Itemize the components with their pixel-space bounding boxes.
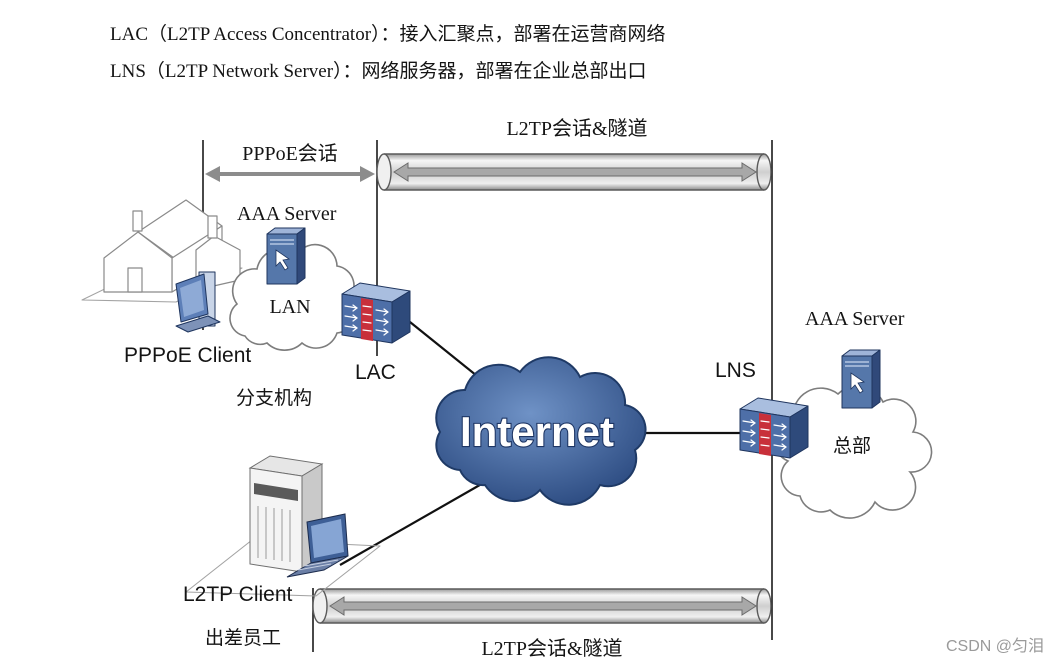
house-vent-pipe [207,215,218,239]
branch-aaa-server [266,227,306,285]
l2tp-client-laptop [286,513,349,578]
house-door [127,267,143,293]
hq-aaa-server-label: AAA Server [805,308,905,330]
lns-side-face [789,405,809,459]
internet-label: Internet [460,408,614,455]
lac-arrow-6 [375,328,389,336]
pppoe-session-arrow [205,166,375,182]
hq-server-side-face [871,349,881,409]
lns-arrow-1 [742,419,756,427]
lac-strip-mark-1 [362,305,372,308]
branch-server-cursor-icon [275,249,291,271]
hq-server-cursor-icon [850,372,866,394]
lns-arrow-6 [773,443,787,451]
lan-cloud [229,243,355,351]
lac-arrow-1 [344,304,358,312]
pppoe-session-label: PPPoE会话 [242,142,338,165]
lns-strip-marks [760,420,770,447]
tower-logo-band [254,483,298,501]
tunnel-bottom-cap-left [312,588,328,624]
branch-aaa-server-label: AAA Server [237,203,337,225]
lac-firewall-strip [361,298,373,341]
lan-label: LAN [269,296,310,318]
tunnel-top-cap-right [756,153,772,191]
lac-label: LAC [355,361,396,384]
lns-strip-mark-2 [760,428,770,431]
lac-strip-mark-4 [362,329,372,332]
watermark: CSDN @匀泪 [946,637,1044,655]
lns-arrow-3 [742,439,756,447]
tunnel-bottom-cap-right [756,588,772,624]
definition-text: LAC（L2TP Access Concentrator）：接入汇聚点，部署在运… [110,23,666,82]
l2tp-tunnel-top-label: L2TP会话&隧道 [506,117,647,140]
lac-arrow-3 [344,324,358,332]
lns-strip-mark-3 [760,436,770,439]
tunnel-top-cap-left [376,153,392,191]
house-front-gable [103,231,173,293]
pppoe-client-pc [175,271,221,333]
lns-strip-mark-1 [760,420,770,423]
tunnel-bottom-inner-arrow [329,596,757,616]
lns-arrow-2 [742,429,756,437]
branch-server-side-face [296,227,306,285]
l2tp-client-label: L2TP Client [183,583,293,606]
lac-strip-marks [362,305,372,332]
pppoe-client-label: PPPoE Client [124,344,251,367]
lns-traffic-arrows [742,419,787,451]
tower-server [248,455,324,573]
internet-cloud [435,356,647,506]
hq-aaa-server [841,349,881,409]
l2tp-tunnel-top [376,153,772,191]
lac-arrow-4 [375,308,389,316]
lns-label: LNS [715,359,756,382]
l2tp-tunnel-bottom-label: L2TP会话&隧道 [481,637,622,660]
lns-strip-mark-4 [760,444,770,447]
branch-house [81,199,243,303]
internet-cloud-group: Internet [435,356,647,506]
lac-arrow-2 [344,314,358,322]
l2tp-tunnel-bottom [312,588,772,624]
branch-site-label: 分支机构 [236,387,312,409]
laptop-key-row-2 [297,563,332,571]
house-chimney [132,210,143,232]
lac-device [341,282,411,344]
link-l2tp-client-internet [339,477,493,566]
lns-firewall-strip [759,413,771,456]
lns-device [739,397,809,459]
diagram-labels: PPPoE会话 L2TP会话&隧道 AAA Server LAN PPPoE C… [124,117,905,660]
tunnel-top-inner-arrow [393,162,757,182]
mobile-employee-site [185,455,381,597]
mobile-site-label: 出差员工 [205,627,281,649]
mobile-ground [185,539,381,597]
lac-traffic-arrows [344,304,389,336]
pc-screen [180,280,204,317]
lns-arrow-4 [773,423,787,431]
pppoe-arrow-head-left [205,166,220,182]
lac-strip-mark-2 [362,313,372,316]
lns-definition: LNS（L2TP Network Server）：网络服务器，部署在企业总部出口 [110,60,647,82]
lac-strip-mark-3 [362,321,372,324]
laptop-key-row-1 [303,559,339,567]
laptop-screen [311,519,344,558]
pc-keyboard [175,315,221,333]
lac-side-face [391,290,411,344]
pppoe-arrow-head-right [360,166,375,182]
lac-arrow-5 [375,318,389,326]
lns-arrow-5 [773,433,787,441]
hq-site-label: 总部 [833,435,871,457]
lac-definition: LAC（L2TP Access Concentrator）：接入汇聚点，部署在运… [110,23,666,45]
